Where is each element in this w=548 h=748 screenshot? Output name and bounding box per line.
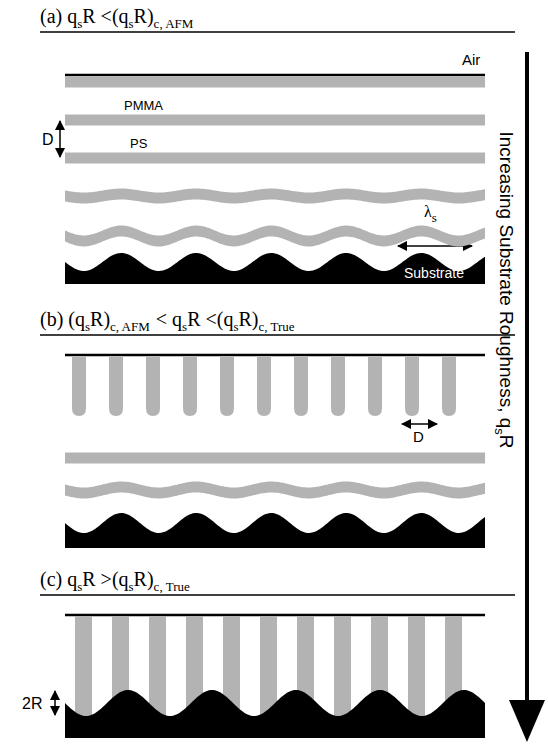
subscript-text: s: [85, 319, 90, 334]
period-arrow: [402, 423, 437, 425]
title-underline: [40, 594, 515, 596]
ps-lamella: [65, 453, 485, 464]
perpendicular-domain: [294, 357, 308, 416]
label-text: R): [134, 568, 154, 590]
period-label: D: [42, 132, 54, 148]
ps-lamella: [65, 153, 485, 164]
perpendicular-domain: [442, 357, 456, 416]
title-underline: [40, 334, 515, 336]
perpendicular-lamella: [334, 616, 351, 726]
substrate: [65, 253, 485, 284]
label-text: PMMA: [124, 98, 163, 113]
subscript-text: s: [182, 319, 187, 334]
roughness-arrow-head: [509, 700, 545, 742]
substrate: [65, 690, 485, 738]
label-text: PS: [130, 136, 147, 151]
label-text: R >(q: [82, 568, 128, 590]
label-text: < q: [156, 308, 182, 330]
label-text: R <(q: [82, 5, 128, 27]
wavelength-label: λs: [424, 204, 437, 220]
subscript-text: s: [129, 579, 134, 594]
roughness-arrow-shaft: [525, 52, 529, 704]
label-text: (c) q: [40, 568, 77, 590]
air-surface: [65, 354, 485, 357]
perpendicular-domain: [405, 357, 419, 416]
ps-label: PS: [130, 137, 147, 150]
period-label: D: [413, 429, 424, 444]
perpendicular-domain: [183, 357, 197, 416]
period-arrow: [59, 121, 61, 157]
subscript-text: s: [129, 16, 134, 31]
panel-title: (a) qsR <(qsR)c, AFM: [40, 6, 193, 26]
perpendicular-lamella: [408, 616, 425, 726]
label-text: λ: [424, 203, 432, 220]
air-surface: [65, 74, 485, 77]
panel-title: (b) (qsR)c, AFM< qsR <(qsR)c, True: [40, 309, 295, 329]
subscript-text: c, AFM: [154, 16, 194, 31]
substrate: [65, 513, 485, 548]
label-text: Substrate: [404, 265, 464, 281]
ps-lamella: [65, 189, 485, 204]
label-text: Increasing Substrate Roughness, q: [496, 131, 517, 428]
label-text: R: [496, 435, 517, 449]
ps-lamella: [65, 226, 485, 247]
label-text: R): [90, 308, 110, 330]
perpendicular-domain: [109, 357, 123, 416]
subscript-text: s: [77, 579, 82, 594]
panel-title: (c) qsR >(qsR)c, True: [40, 569, 190, 589]
air-surface: [65, 614, 485, 617]
label-text: R): [134, 5, 154, 27]
pmma-label: PMMA: [124, 99, 163, 112]
roughness-axis-label: Increasing Substrate Roughness, qsR: [497, 131, 516, 448]
label-text: Air: [462, 51, 480, 68]
label-text: (b) (q: [40, 308, 85, 330]
perpendicular-domain: [220, 357, 234, 416]
subscript-text: s: [233, 319, 238, 334]
substrate-label: Substrate: [404, 266, 464, 280]
title-underline: [40, 31, 515, 33]
label-text: 2R: [22, 695, 42, 712]
label-text: R <(q: [187, 308, 233, 330]
amplitude-label: 2R: [22, 696, 42, 712]
subscript-text: s: [432, 210, 437, 225]
subscript-text: s: [492, 428, 507, 435]
perpendicular-lamella: [75, 616, 92, 726]
subscript-text: c, True: [154, 579, 190, 594]
air-label: Air: [462, 52, 480, 67]
perpendicular-domain: [368, 357, 382, 416]
perpendicular-domain: [257, 357, 271, 416]
ps-lamella: [65, 115, 485, 126]
label-text: R): [238, 308, 258, 330]
subscript-text: c, AFM: [110, 319, 150, 334]
perpendicular-domain: [146, 357, 160, 416]
perpendicular-domain: [331, 357, 345, 416]
subscript-text: s: [77, 16, 82, 31]
perpendicular-domain: [72, 357, 86, 416]
label-text: (a) q: [40, 5, 77, 27]
subscript-text: c, True: [258, 319, 294, 334]
ps-lamella: [65, 482, 485, 499]
label-text: D: [42, 131, 54, 148]
label-text: D: [413, 428, 424, 445]
ps-lamella: [65, 77, 485, 88]
amplitude-arrow: [54, 691, 56, 715]
